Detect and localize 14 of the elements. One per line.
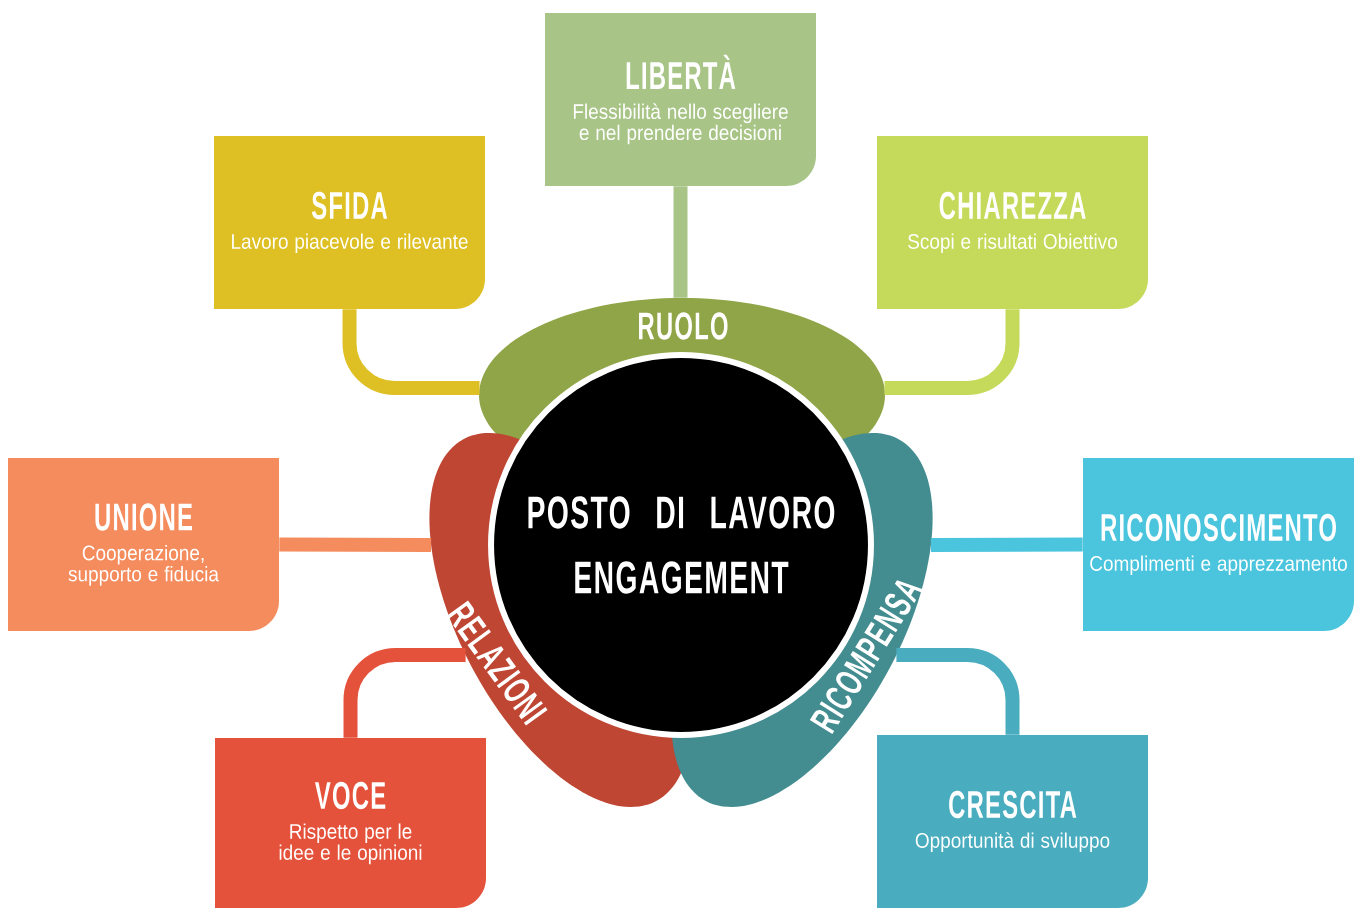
category-box: VOCE Rispetto per le idee e le opinioni — [215, 738, 486, 908]
connector-line — [896, 648, 1020, 735]
category-box: CHIAREZZA Scopi e risultati Obiettivo — [877, 136, 1148, 309]
connector-line — [930, 537, 1083, 552]
connector-line — [884, 309, 1020, 395]
connector-line — [279, 537, 432, 552]
category-box: SFIDA Lavoro piacevole e rilevante — [214, 136, 485, 309]
category-box: CRESCITA Opportunità di sviluppo — [877, 735, 1148, 908]
connector-line — [343, 648, 466, 738]
connector-line — [342, 309, 480, 395]
category-box: RICONOSCIMENTO Complimenti e apprezzamento — [1083, 458, 1354, 631]
connector-line — [673, 186, 688, 298]
category-box: LIBERTÀ Flessibilità nello scegliere e nel prendere decisioni — [545, 13, 816, 186]
category-box: UNIONE Cooperazione, supporto e fiducia — [8, 458, 279, 631]
